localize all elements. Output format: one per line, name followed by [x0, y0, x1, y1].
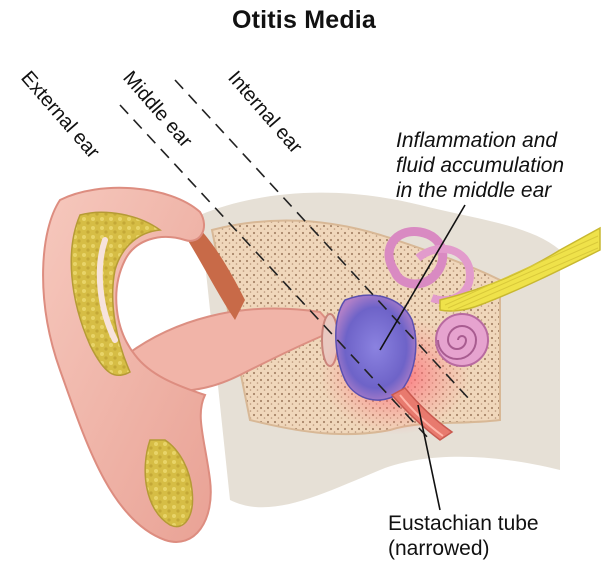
- page-title: Otitis Media: [231, 6, 377, 34]
- cochlea: [435, 313, 489, 367]
- callout-eustachian-line-1: Eustachian tube: [388, 512, 539, 535]
- pinna-cartilage: [70, 211, 162, 377]
- callout-eustachian: Eustachian tube (narrowed): [388, 511, 539, 561]
- callout-inflammation-line-1: Inflammation and: [396, 129, 558, 152]
- eustachian-tube: [390, 387, 454, 441]
- pinna-fold: [96, 237, 118, 343]
- callout-inflammation: Inflammation and fluid accumulation in t…: [396, 128, 564, 203]
- temporal-muscle: [180, 215, 245, 320]
- divider-external-middle: [119, 104, 431, 441]
- callout-inflammation-line-2: fluid accumulation: [396, 154, 565, 177]
- auditory-nerve-fibers: [444, 235, 599, 312]
- leader-inflammation: [379, 204, 466, 351]
- callout-eustachian-line-2: (narrowed): [388, 537, 490, 560]
- callout-inflammation-line-3: in the middle ear: [396, 179, 552, 202]
- divider-middle-internal: [174, 79, 471, 401]
- eustachian-tube-inner: [399, 394, 444, 437]
- lobule-cartilage: [144, 439, 194, 528]
- leader-eustachian: [417, 404, 441, 511]
- cochlea-spiral: [437, 325, 478, 360]
